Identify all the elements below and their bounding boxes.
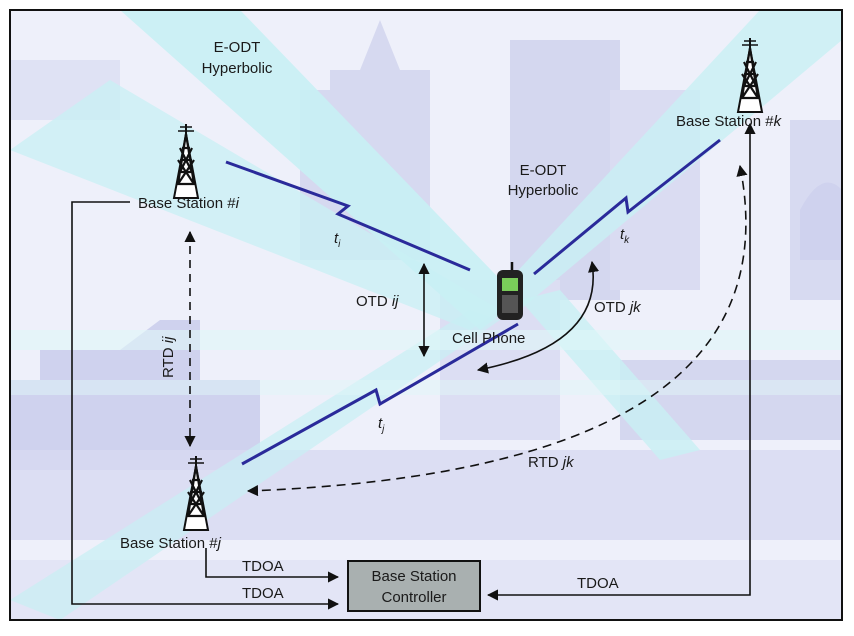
- otd-jk-label: OTD jk: [594, 299, 642, 316]
- tdoa-label-2: TDOA: [242, 585, 284, 602]
- eodt-left-line2: Hyperbolic: [202, 60, 273, 77]
- tdoa-label-1: TDOA: [242, 558, 284, 575]
- rtd-jk-label: RTD jk: [528, 454, 575, 471]
- controller-box: [347, 560, 481, 612]
- diagram-border: [9, 9, 843, 621]
- diagram-background: [10, 10, 842, 620]
- station-j-label: Base Station #j: [120, 535, 222, 552]
- time-label-j: tj: [378, 415, 385, 435]
- eodt-left-line1: E-ODT: [214, 39, 261, 56]
- cell-phone-label: Cell Phone: [452, 330, 525, 347]
- station-k-label: Base Station #k: [676, 113, 783, 130]
- tdoa-label-3: TDOA: [577, 575, 619, 592]
- cell-phone-icon: [497, 262, 523, 320]
- connection-lines: [71, 122, 756, 610]
- controller-label-line2: Controller: [381, 589, 446, 606]
- time-label-k: tk: [620, 226, 630, 246]
- rtd-ij-label: RTD ij: [160, 336, 177, 378]
- time-label-i: ti: [334, 230, 341, 250]
- eodt-mid-line1: E-ODT: [520, 162, 567, 179]
- station-i-label: Base Station #i: [138, 195, 240, 212]
- otd-ij-label: OTD ij: [356, 293, 399, 310]
- controller-label-line1: Base Station: [371, 568, 456, 585]
- eodt-mid-line2: Hyperbolic: [508, 182, 579, 199]
